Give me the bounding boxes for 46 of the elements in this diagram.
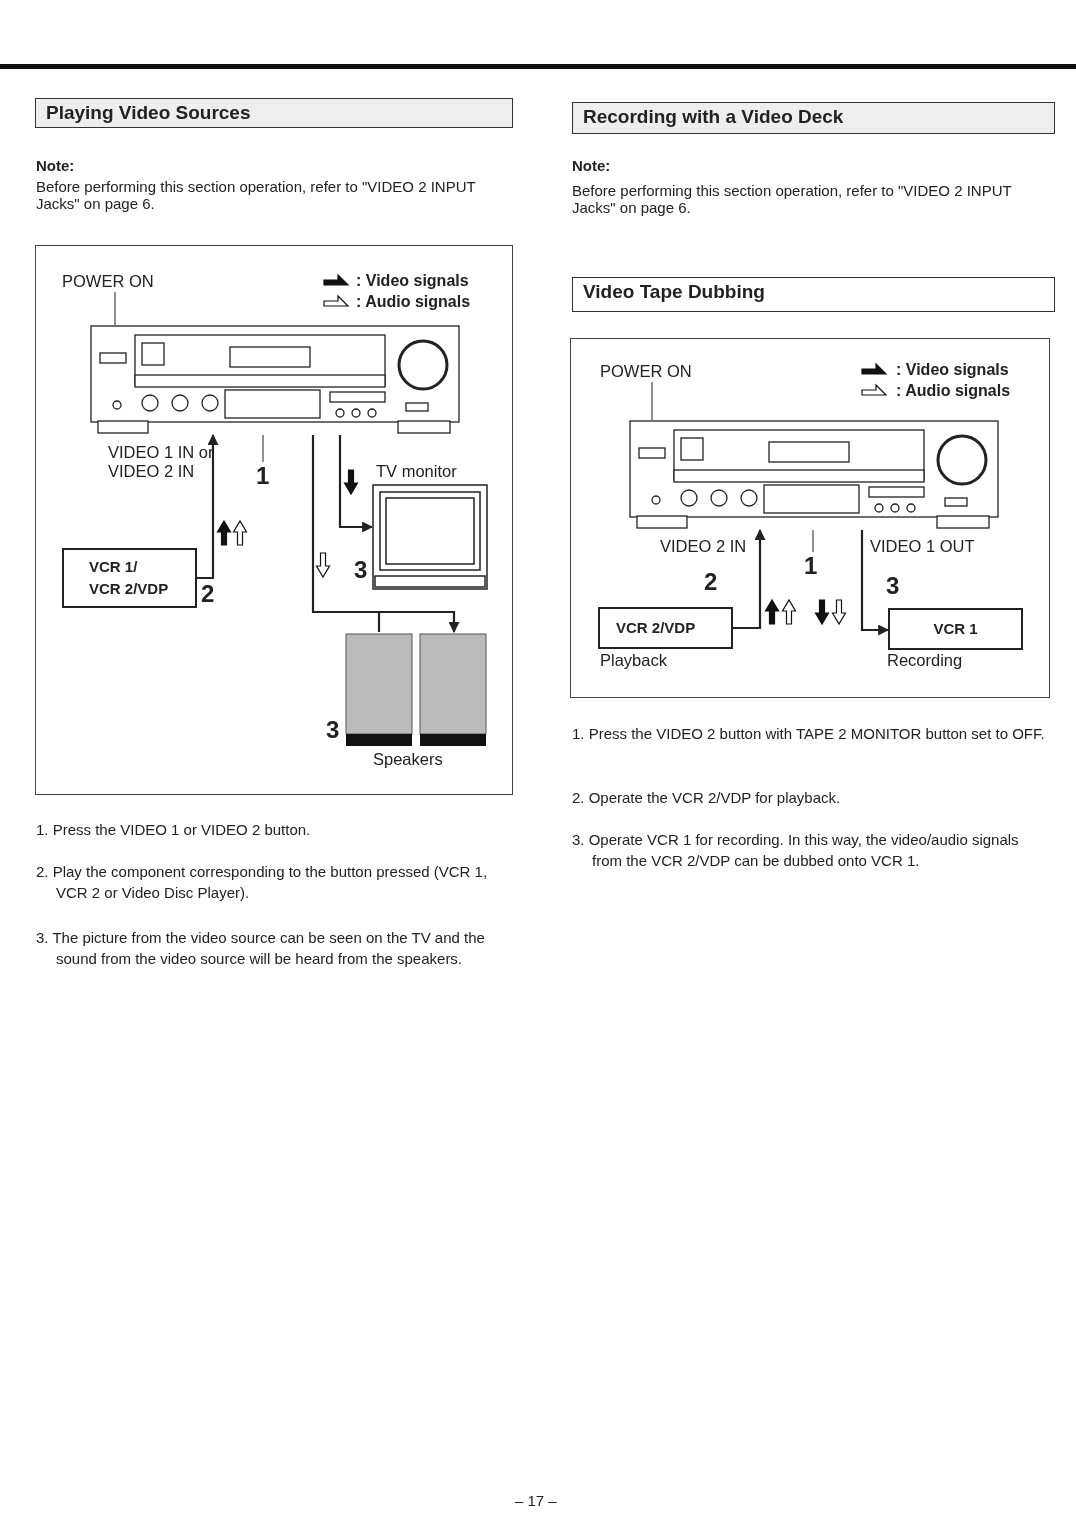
- legend-label: : Audio signals: [356, 293, 471, 311]
- cable-connector: [311, 433, 460, 634]
- note-heading: Note:: [36, 157, 76, 174]
- edge-label: VIDEO 1 IN or VIDEO 2 IN: [108, 443, 215, 481]
- section-heading: Playing Video Sources: [35, 98, 513, 128]
- section-heading: Recording with a Video Deck: [572, 102, 1055, 134]
- note-text: Before performing this section operation, refer to "VIDEO 2 INPUT Jacks" on page 6.: [572, 182, 1012, 216]
- device-box: VCR 2/VDP: [598, 607, 733, 649]
- device-label: Recording: [887, 651, 963, 670]
- step-number: 3: [354, 556, 368, 584]
- note-heading: Note:: [572, 157, 612, 174]
- step-number: 2: [704, 568, 718, 596]
- device-box: VCR 1: [888, 608, 1023, 650]
- device-label: TV monitor: [376, 462, 457, 481]
- step-number: 3: [326, 716, 340, 744]
- instruction-step: 1. Press the VIDEO 2 button with TAPE 2 MONITOR button set to OFF.: [572, 724, 1047, 745]
- device-box: VCR 1/ VCR 2/VDP: [62, 548, 197, 608]
- instruction-step: 2. Play the component corresponding to the button pressed (VCR 1, VCR 2 or Video Disc Player).: [36, 862, 516, 904]
- edge-label: VIDEO 2 IN: [660, 537, 748, 556]
- instruction-step: 2. Operate the VCR 2/VDP for playback.: [572, 788, 1047, 809]
- leader-line: [812, 529, 814, 553]
- leader-line: [114, 291, 116, 326]
- note-text: Before performing this section operation, refer to "VIDEO 2 INPUT Jacks" on page 6.: [36, 178, 476, 212]
- cable-connector: [733, 528, 797, 630]
- step-number: 2: [201, 580, 215, 608]
- page-number: – 17 –: [515, 1492, 558, 1509]
- instruction-step: 1. Press the VIDEO 1 or VIDEO 2 button.: [36, 820, 516, 841]
- legend-label: : Video signals: [896, 361, 1009, 379]
- step-number: 1: [804, 552, 820, 578]
- device-label: Speakers: [373, 750, 443, 769]
- cable-connector: [338, 435, 374, 533]
- device-label: Playback: [600, 651, 667, 670]
- section-heading: Video Tape Dubbing: [572, 277, 1055, 312]
- instruction-step: 3. The picture from the video source can be seen on the TV and the sound from the video source will be heard from the speakers.: [36, 928, 516, 970]
- cable-connector: [197, 433, 248, 580]
- instruction-step: 3. Operate VCR 1 for recording. In this way, the video/audio signals from the VCR 2/VDP can be dubbed onto VCR 1.: [572, 830, 1047, 872]
- cable-connector: [814, 530, 890, 636]
- step-number: 1: [256, 462, 272, 488]
- edge-label: VIDEO 1 OUT: [870, 537, 976, 556]
- callout-label: POWER ON: [62, 272, 162, 292]
- leader-line: [262, 434, 264, 463]
- legend-label: : Video signals: [356, 272, 469, 290]
- leader-line: [651, 381, 653, 421]
- step-number: 3: [886, 572, 900, 600]
- callout-label: POWER ON: [600, 362, 700, 382]
- legend-label: : Audio signals: [896, 382, 1011, 400]
